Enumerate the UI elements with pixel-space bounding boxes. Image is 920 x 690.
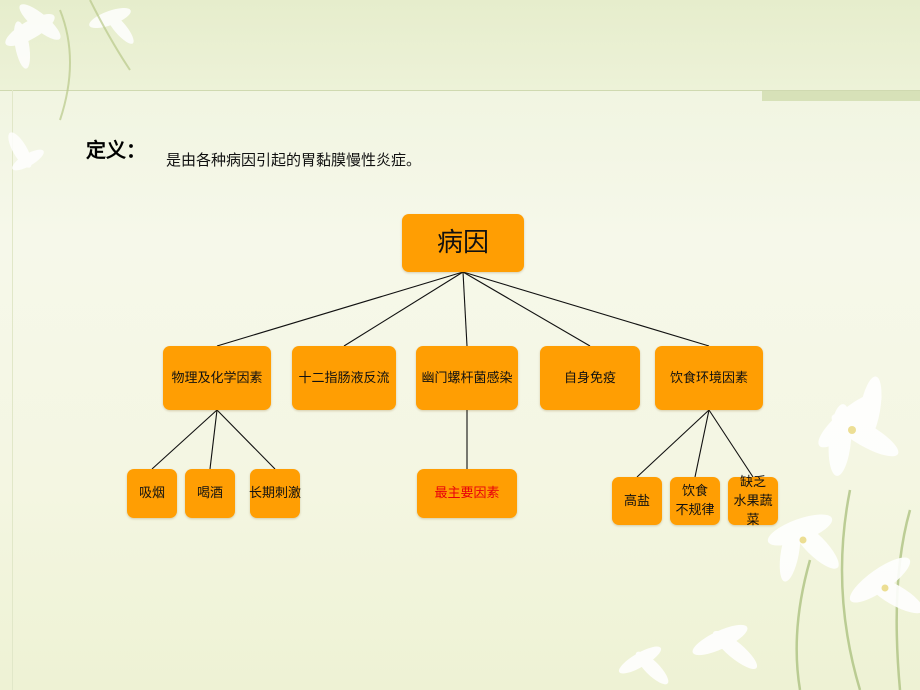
link-diet-fruit	[708, 409, 754, 478]
node-physical-chemical: 物理及化学因素	[163, 346, 271, 410]
node-irregular-diet: 饮食 不规律	[670, 477, 720, 525]
header-band	[0, 0, 920, 90]
link-root-hp	[462, 271, 468, 347]
lily-flower-decoration-top-left-icon	[5, 0, 134, 171]
header-divider	[0, 90, 920, 91]
root-node-cause: 病因	[402, 214, 524, 272]
node-autoimmune: 自身免疫	[540, 346, 640, 410]
link-physical-irritation	[216, 409, 276, 470]
node-long-term-irritation: 长期刺激	[249, 469, 301, 518]
node-diet-environment: 饮食环境因素	[655, 346, 763, 410]
node-smoking: 吸烟	[127, 469, 177, 518]
link-diet-salt	[636, 409, 710, 478]
link-root-reflux	[343, 271, 464, 347]
node-main-factor: 最主要因素	[417, 469, 517, 518]
link-root-immune	[462, 271, 591, 347]
definition-text: 是由各种病因引起的胃黏膜慢性炎症。	[166, 151, 422, 169]
node-lack-fruit-vegetables: 缺乏 水果蔬菜	[728, 475, 778, 528]
definition-label: 定义：	[86, 138, 146, 162]
link-physical-smoking	[151, 409, 218, 470]
node-drinking: 喝酒	[185, 469, 235, 518]
link-root-physical	[216, 271, 464, 347]
link-diet-irregular	[694, 409, 710, 478]
header-accent-bar	[762, 91, 920, 101]
lily-flower-decoration-bottom-right-icon	[618, 376, 920, 690]
link-root-diet	[462, 271, 710, 347]
link-physical-drinking	[209, 409, 218, 470]
node-hp-infection: 幽门螺杆菌感染	[416, 346, 518, 410]
left-margin-line	[12, 90, 13, 690]
node-high-salt: 高盐	[612, 477, 662, 525]
node-duodenal-reflux: 十二指肠液反流	[292, 346, 396, 410]
